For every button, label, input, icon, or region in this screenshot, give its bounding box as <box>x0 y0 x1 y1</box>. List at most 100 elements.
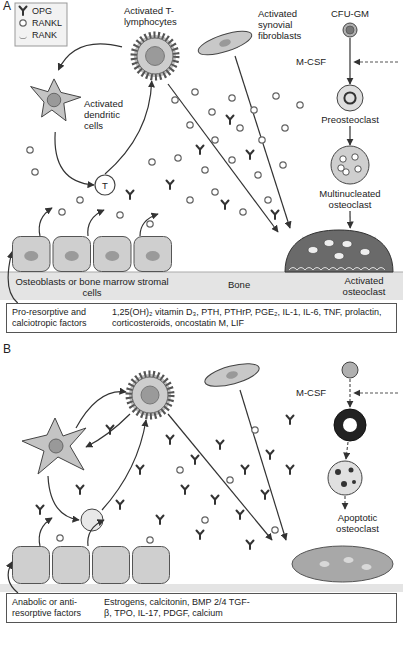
factor-heading: Pro-resorptive and calciotropic factors <box>12 307 104 329</box>
release-arrow <box>168 84 278 232</box>
cell-label: Multinucleated osteoclast <box>312 188 388 210</box>
factor-list: Estrogens, calcitonin, BMP 2/4 TGF-β, TP… <box>104 597 254 619</box>
opg-symbol <box>77 486 84 495</box>
release-arrow <box>235 56 290 228</box>
rank-symbol <box>19 35 27 39</box>
connector-arrow <box>349 126 350 145</box>
rankl-symbol <box>227 477 233 483</box>
cell-fragment <box>335 469 341 475</box>
connector-arrow <box>58 44 122 70</box>
opg-symbol <box>197 531 204 540</box>
cell-nucleus <box>225 370 238 380</box>
factor-arrow <box>8 562 18 593</box>
rankl-symbol <box>280 162 286 168</box>
opg-symbol <box>237 511 244 520</box>
preosteoclast-cell: Preosteoclast <box>315 84 385 126</box>
rankl-symbol <box>209 109 215 115</box>
fibroblast-cell <box>203 359 262 391</box>
bone-band <box>0 584 403 592</box>
rankl-symbol <box>212 189 218 195</box>
osteoblast-row: Osteoblasts or bone marrow stromal cells <box>12 236 172 299</box>
cell-fragment <box>352 480 356 484</box>
opg-symbol <box>37 506 44 515</box>
osteoclast-cell: Multinucleated osteoclast <box>312 145 388 211</box>
rankl-symbol <box>282 125 288 131</box>
rankl-symbol <box>272 527 278 533</box>
rankl-symbol <box>59 209 65 215</box>
rankl-symbol <box>252 427 258 433</box>
opg-symbol <box>262 491 269 500</box>
release-arrow <box>39 518 52 546</box>
cell-label: Activated synovial fibroblasts <box>258 8 318 41</box>
release-arrow <box>39 208 52 236</box>
cell-label: Preosteoclast <box>315 114 385 125</box>
legend-frame <box>15 3 67 46</box>
cell-label: Activated osteoclast <box>333 275 395 297</box>
cell-fragment <box>349 468 354 473</box>
cell-shape <box>130 31 180 81</box>
rankl-symbol <box>192 89 198 95</box>
signal-arrow <box>48 476 79 520</box>
opg-symbol <box>222 201 229 210</box>
factor-box: Pro-resorptive and calciotropic factors 1… <box>6 303 397 333</box>
signal-arrow <box>76 392 126 428</box>
release-arrow <box>140 214 158 236</box>
mcsf-arrow <box>354 392 398 393</box>
factor-list: 1,25(OH)₂ vitamin D₃, PTH, PTHrP, PGE₂, … <box>112 307 391 329</box>
t-cell-circle: T <box>94 174 116 196</box>
rankl-symbol <box>273 93 279 99</box>
opg-symbol <box>192 456 199 465</box>
opg-symbol <box>182 486 189 495</box>
opg-symbol <box>227 116 234 125</box>
apoptotic-osteoclast: Apoptotic osteoclast <box>290 512 395 584</box>
rankl-symbol <box>212 137 218 143</box>
opg-symbol <box>157 516 164 525</box>
opg-symbol <box>127 191 134 200</box>
connector-arrow <box>349 38 350 84</box>
dendritic-cell: Activated dendritic cells <box>26 70 134 132</box>
cell-label: T <box>94 180 116 191</box>
rankl-symbol <box>187 122 193 128</box>
osteoblast-cell <box>13 547 50 584</box>
cell-shape <box>290 544 395 584</box>
connector-arrow <box>349 211 350 228</box>
panel-letter: A <box>3 1 11 12</box>
cell-label: Apoptotic osteoclast <box>320 512 395 534</box>
opg-symbol <box>212 496 219 505</box>
factor-label: M-CSF <box>296 387 326 398</box>
signal-arrow <box>102 420 146 510</box>
opg-symbol <box>107 426 114 435</box>
rankl-symbol <box>32 169 38 175</box>
activated-osteoclast: Activated osteoclast <box>283 228 395 298</box>
rankl-symbol <box>175 155 181 161</box>
differentiation-arrow <box>344 496 345 509</box>
opg-symbol <box>267 451 274 460</box>
rankl-symbol <box>255 172 261 178</box>
cell-shape <box>12 236 172 272</box>
legend-text: RANK <box>32 30 57 41</box>
release-arrow <box>168 414 272 540</box>
rankl-symbol <box>237 125 243 131</box>
rankl-symbol <box>265 197 271 203</box>
cell-shape <box>26 70 82 130</box>
differentiation-arrow <box>346 442 348 459</box>
cell-nucleus <box>343 418 357 432</box>
rankl-symbol <box>27 147 33 153</box>
progenitor-cell <box>342 362 358 378</box>
cell-label: Activated dendritic cells <box>84 98 134 131</box>
rankl-symbol <box>147 537 153 543</box>
rankl-symbol <box>172 97 178 103</box>
opg-symbol <box>167 181 174 190</box>
opg-symbol <box>247 151 254 160</box>
rankl-symbol <box>20 20 26 26</box>
rankl-symbol <box>202 167 208 173</box>
rankl-symbol <box>202 517 208 523</box>
cell-shape <box>283 228 395 272</box>
rankl-symbol <box>297 102 303 108</box>
rankl-symbol <box>117 212 123 218</box>
legend-text: RANKL <box>32 18 62 29</box>
cell-label: Activated T-lymphocytes <box>124 5 188 27</box>
t-lymphocyte-cell: Activated T-lymphocytes <box>122 5 188 81</box>
fibroblast-cell: Activated synovial fibroblasts <box>195 8 320 60</box>
cell-shape <box>330 145 370 185</box>
